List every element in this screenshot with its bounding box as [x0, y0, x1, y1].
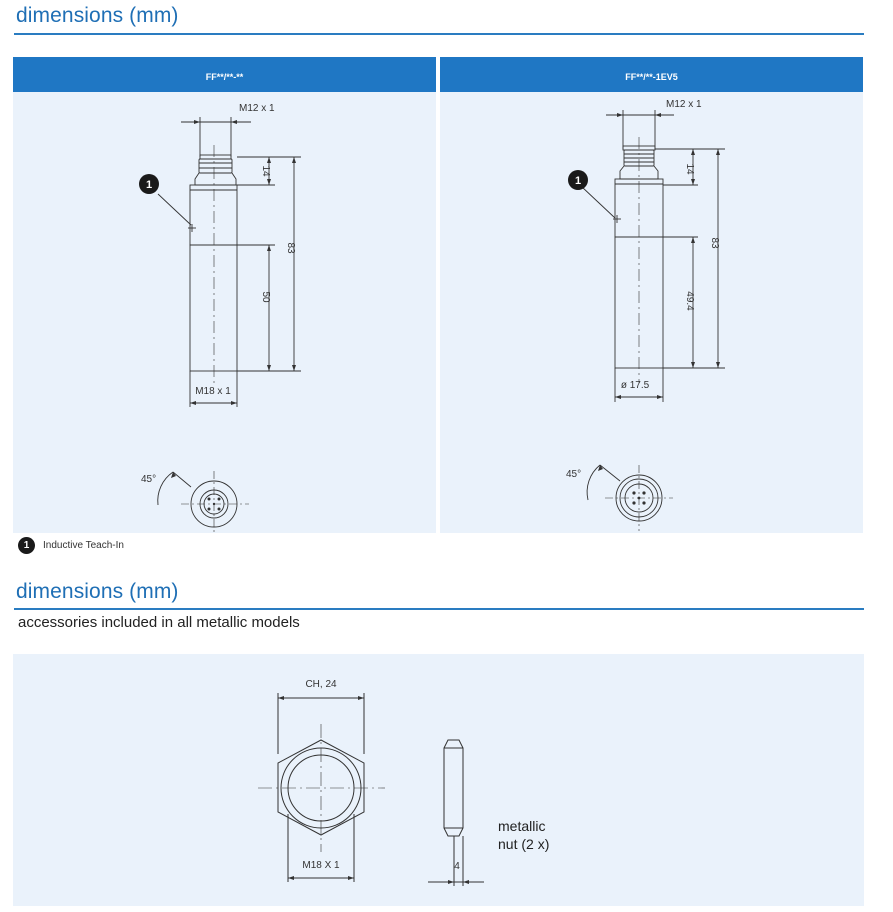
legend: 1 Inductive Teach-In — [18, 537, 124, 554]
section-divider — [14, 608, 864, 610]
dimension-14: 14 — [260, 165, 271, 177]
section-title-accessories: dimensions (mm) — [16, 580, 179, 603]
drawing-panel-1ev5: FF**/**-1EV5 — [440, 57, 863, 533]
hex-width-label: CH, 24 — [305, 679, 337, 690]
dimension-body: 49.4 — [684, 291, 695, 311]
drawing-panel-standard: FF**/**-** — [13, 57, 436, 533]
dimension-83: 83 — [285, 242, 296, 254]
nut-thickness-label: 4 — [454, 861, 460, 872]
nut-caption-line2: nut (2 x) — [498, 836, 549, 852]
nut-caption-line1: metallic — [498, 818, 545, 834]
dimension-83: 83 — [709, 237, 720, 249]
dimension-14: 14 — [684, 163, 695, 175]
section-divider — [14, 33, 864, 35]
section-subtitle: accessories included in all metallic mod… — [18, 614, 300, 631]
sensor-drawing-standard: 1 M12 x 1 14 50 83 M18 x 1 45° — [139, 103, 301, 533]
diameter-label: ø 17.5 — [621, 380, 650, 391]
nut-thread-label: M18 X 1 — [302, 860, 340, 871]
angle-label: 45° — [566, 469, 581, 480]
sensor-drawing-1ev5: 1 M12 x 1 14 49.4 83 ø 17.5 45° — [566, 99, 725, 531]
legend-badge: 1 — [18, 537, 35, 554]
callout-badge: 1 — [146, 179, 152, 191]
thread-label-m18: M18 x 1 — [195, 386, 231, 397]
section-title-dimensions: dimensions (mm) — [16, 4, 179, 27]
panel-header-1ev5: FF**/**-1EV5 — [440, 57, 863, 92]
nut-drawing: CH, 24 M18 X 1 4 metallic nut (2 x) — [258, 679, 549, 886]
nut-drawing-panel: CH, 24 M18 X 1 4 metallic nut (2 x) — [13, 654, 864, 906]
panel-header-standard: FF**/**-** — [13, 57, 436, 92]
callout-badge: 1 — [575, 175, 581, 187]
thread-label-m12: M12 x 1 — [666, 99, 702, 110]
thread-label-m12: M12 x 1 — [239, 103, 275, 114]
legend-text: Inductive Teach-In — [43, 540, 124, 551]
angle-label: 45° — [141, 474, 156, 485]
dimension-body: 50 — [260, 291, 271, 303]
